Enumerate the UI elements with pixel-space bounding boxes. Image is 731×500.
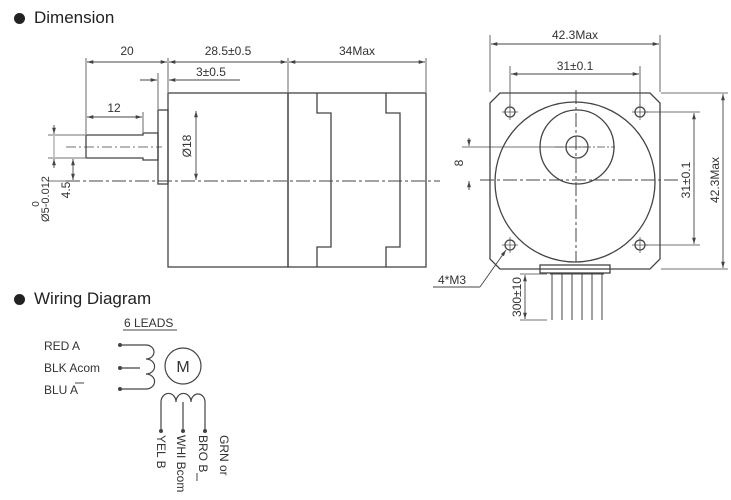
dim-20: 20 bbox=[120, 44, 134, 58]
lead-wires bbox=[550, 273, 604, 320]
dim-8: 8 bbox=[452, 159, 466, 166]
dim-5-top: 0 bbox=[31, 201, 42, 207]
dim-12: 12 bbox=[107, 101, 121, 115]
side-view bbox=[85, 92, 427, 268]
main-circle bbox=[494, 101, 656, 263]
rear-detail bbox=[316, 93, 401, 267]
dimension-title-text: Dimension bbox=[34, 8, 115, 27]
shaft-outline bbox=[85, 132, 159, 161]
bullet-dot-icon bbox=[14, 293, 25, 305]
dim-31-top: 31±0.1 bbox=[557, 59, 594, 73]
lead-yel-b: YEL B bbox=[154, 435, 168, 469]
dim-34max: 34Max bbox=[339, 44, 375, 58]
dim-28-5: 28.5±0.5 bbox=[205, 44, 252, 58]
dim-18: Ø18 bbox=[180, 134, 194, 157]
lead-blu-a: BLU A bbox=[44, 383, 78, 397]
dim-4-5: 4.5 bbox=[59, 181, 73, 198]
dim-4m3: 4*M3 bbox=[438, 273, 466, 287]
connector bbox=[539, 264, 611, 274]
dim-3: 3±0.5 bbox=[196, 65, 226, 79]
dim-5-main: Ø5-0.012 bbox=[40, 176, 52, 222]
front-extension-lines bbox=[462, 35, 728, 321]
lead-red-a: RED A bbox=[44, 339, 80, 353]
motor-circle bbox=[164, 347, 202, 385]
dim-42-3-side: 42.3Max bbox=[708, 157, 722, 203]
front-flange bbox=[489, 92, 661, 270]
motor-label: M bbox=[176, 359, 189, 376]
coil-a bbox=[120, 344, 156, 390]
lead-dot bbox=[118, 343, 122, 347]
lead-dot bbox=[118, 387, 122, 391]
coil-b bbox=[160, 392, 206, 431]
side-dimension-lines bbox=[52, 60, 425, 180]
lead-dot bbox=[203, 429, 207, 433]
motor-body bbox=[167, 92, 289, 268]
lead-dot bbox=[181, 429, 185, 433]
dim-300: 300±10 bbox=[510, 277, 524, 317]
front-dimension-lines bbox=[433, 42, 725, 319]
hole-crosshairs bbox=[502, 104, 648, 253]
wiring-title: Wiring Diagram bbox=[14, 289, 151, 309]
bullet-dot-icon bbox=[14, 12, 25, 24]
rear-housing bbox=[287, 92, 427, 268]
dim-42-3-top: 42.3Max bbox=[552, 28, 598, 42]
lead-dot bbox=[159, 429, 163, 433]
dimension-title: Dimension bbox=[14, 8, 114, 28]
front-view bbox=[489, 92, 661, 274]
dim-31-side: 31±0.1 bbox=[679, 161, 693, 198]
leads-title: 6 LEADS bbox=[124, 316, 173, 330]
lead-blk-acom: BLK Acom bbox=[44, 361, 100, 375]
lead-whi-bcom: WHI Bcom bbox=[174, 435, 188, 492]
lead-bro-b: BRO B bbox=[196, 435, 210, 472]
lead-grn-or: GRN or bbox=[217, 435, 231, 476]
side-extension-lines bbox=[48, 58, 427, 182]
lead-dot bbox=[118, 366, 122, 370]
wiring-title-text: Wiring Diagram bbox=[34, 289, 152, 308]
